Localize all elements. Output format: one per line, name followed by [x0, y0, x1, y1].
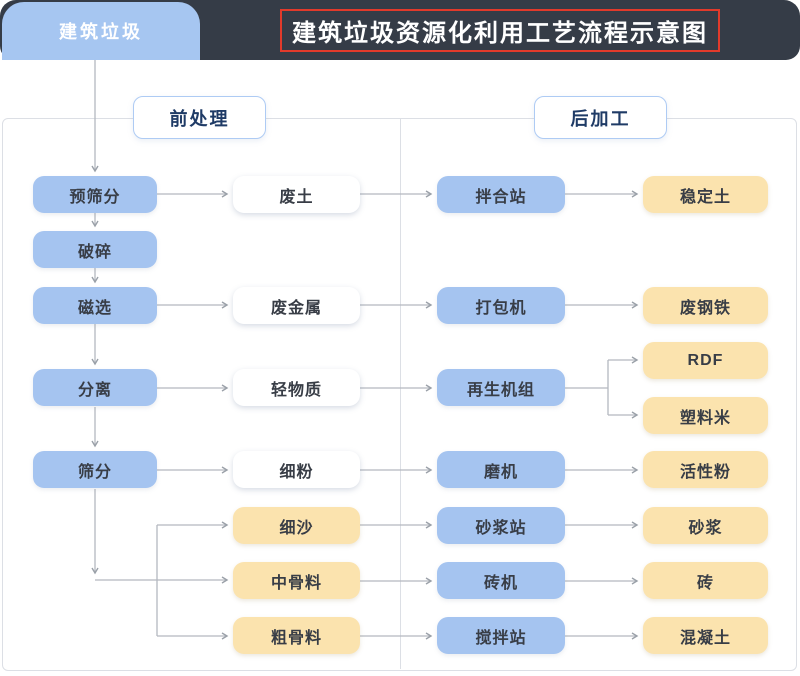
- node-coarse-aggregate: 粗骨料: [233, 617, 360, 654]
- node-fine-sand: 细沙: [233, 507, 360, 544]
- node-screening: 筛分: [33, 451, 157, 488]
- node-fine-powder: 细粉: [233, 451, 360, 488]
- node-mortar: 砂浆: [643, 507, 768, 544]
- node-brick: 砖: [643, 562, 768, 599]
- node-magnetic-separation: 磁选: [33, 287, 157, 324]
- node-stabilized-soil: 稳定土: [643, 176, 768, 213]
- section-pretreatment: 前处理: [133, 96, 266, 139]
- node-waste-soil: 废土: [233, 176, 360, 213]
- node-separation: 分离: [33, 369, 157, 406]
- panel-divider: [400, 118, 401, 669]
- node-rdf: RDF: [643, 342, 768, 379]
- node-regeneration-unit: 再生机组: [437, 369, 565, 406]
- page-title: 建筑垃圾资源化利用工艺流程示意图: [280, 8, 720, 52]
- source-tab-construction-waste: 建筑垃圾: [2, 2, 200, 60]
- node-concrete: 混凝土: [643, 617, 768, 654]
- node-active-powder: 活性粉: [643, 451, 768, 488]
- node-plastic-pellets: 塑料米: [643, 397, 768, 434]
- node-mixing-plant: 拌合站: [437, 176, 565, 213]
- section-postprocess: 后加工: [534, 96, 667, 139]
- node-light-material: 轻物质: [233, 369, 360, 406]
- node-brick-machine: 砖机: [437, 562, 565, 599]
- node-scrap-steel: 废钢铁: [643, 287, 768, 324]
- node-waste-metal: 废金属: [233, 287, 360, 324]
- node-concrete-mixing-station: 搅拌站: [437, 617, 565, 654]
- node-pre-screening: 预筛分: [33, 176, 157, 213]
- node-mortar-station: 砂浆站: [437, 507, 565, 544]
- node-crushing: 破碎: [33, 231, 157, 268]
- title-zone: 建筑垃圾资源化利用工艺流程示意图: [200, 0, 800, 60]
- node-medium-aggregate: 中骨料: [233, 562, 360, 599]
- node-mill: 磨机: [437, 451, 565, 488]
- node-baler: 打包机: [437, 287, 565, 324]
